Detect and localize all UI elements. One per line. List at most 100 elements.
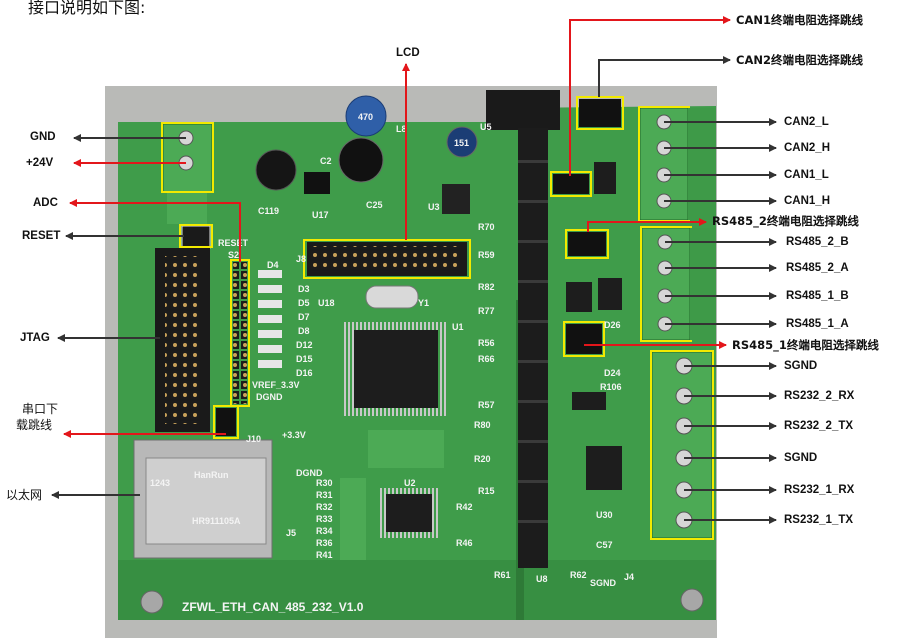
power-highlight-box — [161, 122, 214, 193]
phy-u2 — [386, 494, 432, 532]
silk-r66: R66 — [478, 354, 495, 364]
label-rs232-1-rx: RS232_1_RX — [784, 484, 855, 496]
label-rs485-2-a: RS485_2_A — [786, 262, 849, 274]
silk-r82: R82 — [478, 282, 495, 292]
silk-j5: J5 — [286, 528, 296, 538]
silk-u30: U30 — [596, 510, 613, 520]
silk-d16: D16 — [296, 368, 313, 378]
silk-board-name: ZFWL_ETH_CAN_485_232_V1.0 — [182, 600, 364, 614]
label-24v: +24V — [26, 157, 54, 169]
silk-u17: U17 — [312, 210, 329, 220]
label-rs232-2-tx: RS232_2_TX — [784, 420, 854, 432]
silk-r41: R41 — [316, 550, 333, 560]
silk-dgnd-2: DGND — [296, 468, 323, 478]
label-sgnd-2: SGND — [784, 452, 818, 464]
silk-r30: R30 — [316, 478, 333, 488]
silk-j8: J8 — [296, 254, 306, 264]
can-terminal-side — [688, 108, 716, 220]
top-caption: 接口说明如下图: — [28, 0, 146, 17]
label-can2-h: CAN2_H — [784, 142, 831, 154]
ic-rs485 — [566, 282, 592, 312]
label-gnd: GND — [30, 131, 56, 143]
jtag-pins — [165, 256, 199, 424]
silk-s2: S2 — [228, 250, 239, 260]
silk-u2: U2 — [404, 478, 416, 488]
silk-cap470: 470 — [358, 112, 373, 122]
label-can1-l: CAN1_L — [784, 169, 829, 181]
arrow-adc — [69, 199, 241, 262]
silk-r34: R34 — [316, 526, 333, 536]
silk-r42: R42 — [456, 502, 473, 512]
silk-r61: R61 — [494, 570, 511, 580]
silk-d12: D12 — [296, 340, 313, 350]
mcu-u1 — [354, 330, 438, 408]
label-rs485-1-b: RS485_1_B — [786, 290, 849, 302]
silk-r70: R70 — [478, 222, 495, 232]
resistor-block-left — [340, 478, 366, 560]
label-can1-h: CAN1_H — [784, 195, 831, 207]
silk-d7: D7 — [298, 312, 310, 322]
silk-d15: D15 — [296, 354, 313, 364]
ic-rs232-small — [572, 392, 606, 410]
can2-term-jumper — [579, 99, 621, 127]
label-uart-line1: 串口下 — [22, 402, 59, 416]
label-can1-term: CAN1终端电阻选择跳线 — [736, 13, 863, 27]
arrow-can1-term — [569, 16, 731, 176]
silk-u1: U1 — [452, 322, 464, 332]
silk-d26: D26 — [604, 320, 621, 330]
arrow-rs485-2-term — [587, 218, 707, 232]
silk-sgnd: SGND — [590, 578, 617, 588]
lcd-highlight-box — [303, 239, 471, 279]
silk-d5: D5 — [298, 298, 310, 308]
silk-r59: R59 — [478, 250, 495, 260]
label-rs232-1-tx: RS232_1_TX — [784, 514, 854, 526]
silk-plus33: +3.3V — [282, 430, 306, 440]
silk-c57: C57 — [596, 540, 613, 550]
optocoupler-strip — [518, 128, 548, 568]
power-terminal-base — [167, 192, 207, 224]
label-rs485-2-term: RS485_2终端电阻选择跳线 — [712, 214, 859, 228]
mount-hole-bottom-left — [140, 590, 164, 614]
silk-eth-model: HR911105A — [192, 516, 241, 526]
silk-c25: C25 — [366, 200, 383, 210]
label-rs485-2-b: RS485_2_B — [786, 236, 849, 248]
silk-u5: U5 — [480, 122, 492, 132]
silk-vref: VREF_3.3V — [252, 380, 300, 390]
capacitor-c25 — [338, 137, 384, 183]
label-lcd: LCD — [396, 47, 420, 59]
silk-u8: U8 — [536, 574, 548, 584]
silk-r31: R31 — [316, 490, 333, 500]
rs485-1-term-highlight — [563, 321, 605, 357]
crystal-y1 — [365, 285, 419, 309]
silk-d3: D3 — [298, 284, 310, 294]
rs485-2-term-jumper — [568, 232, 606, 256]
resistor-block-top — [368, 430, 444, 468]
rs232-terminal-block — [651, 351, 713, 539]
label-rs232-2-rx: RS232_2_RX — [784, 390, 855, 402]
arrow-can2-term — [598, 56, 731, 97]
silk-d8: D8 — [298, 326, 310, 336]
silk-c119: C119 — [258, 206, 279, 216]
label-adc: ADC — [33, 197, 58, 209]
silk-r106: R106 — [600, 382, 622, 392]
rs485-1-term-jumper — [566, 324, 602, 354]
uart-highlight-box — [213, 405, 239, 439]
silk-cap151: 151 — [454, 138, 469, 148]
silk-r36: R36 — [316, 538, 333, 548]
diode-array — [258, 270, 282, 368]
ic-u17 — [304, 172, 330, 194]
silk-l8: L8 — [396, 124, 407, 134]
label-jtag: JTAG — [20, 332, 50, 344]
regulator-u3 — [442, 184, 470, 214]
rs232-highlight-box — [650, 350, 714, 540]
silk-r77: R77 — [478, 306, 495, 316]
label-sgnd-1: SGND — [784, 360, 818, 372]
silk-reset: RESET — [218, 238, 249, 248]
silk-r20: R20 — [474, 454, 491, 464]
silk-r56: R56 — [478, 338, 495, 348]
can1-term-jumper — [553, 174, 589, 194]
label-rs485-1-term: RS485_1终端电阻选择跳线 — [732, 338, 879, 352]
inductor-151 — [446, 126, 478, 158]
top-connector-u5 — [486, 90, 560, 130]
